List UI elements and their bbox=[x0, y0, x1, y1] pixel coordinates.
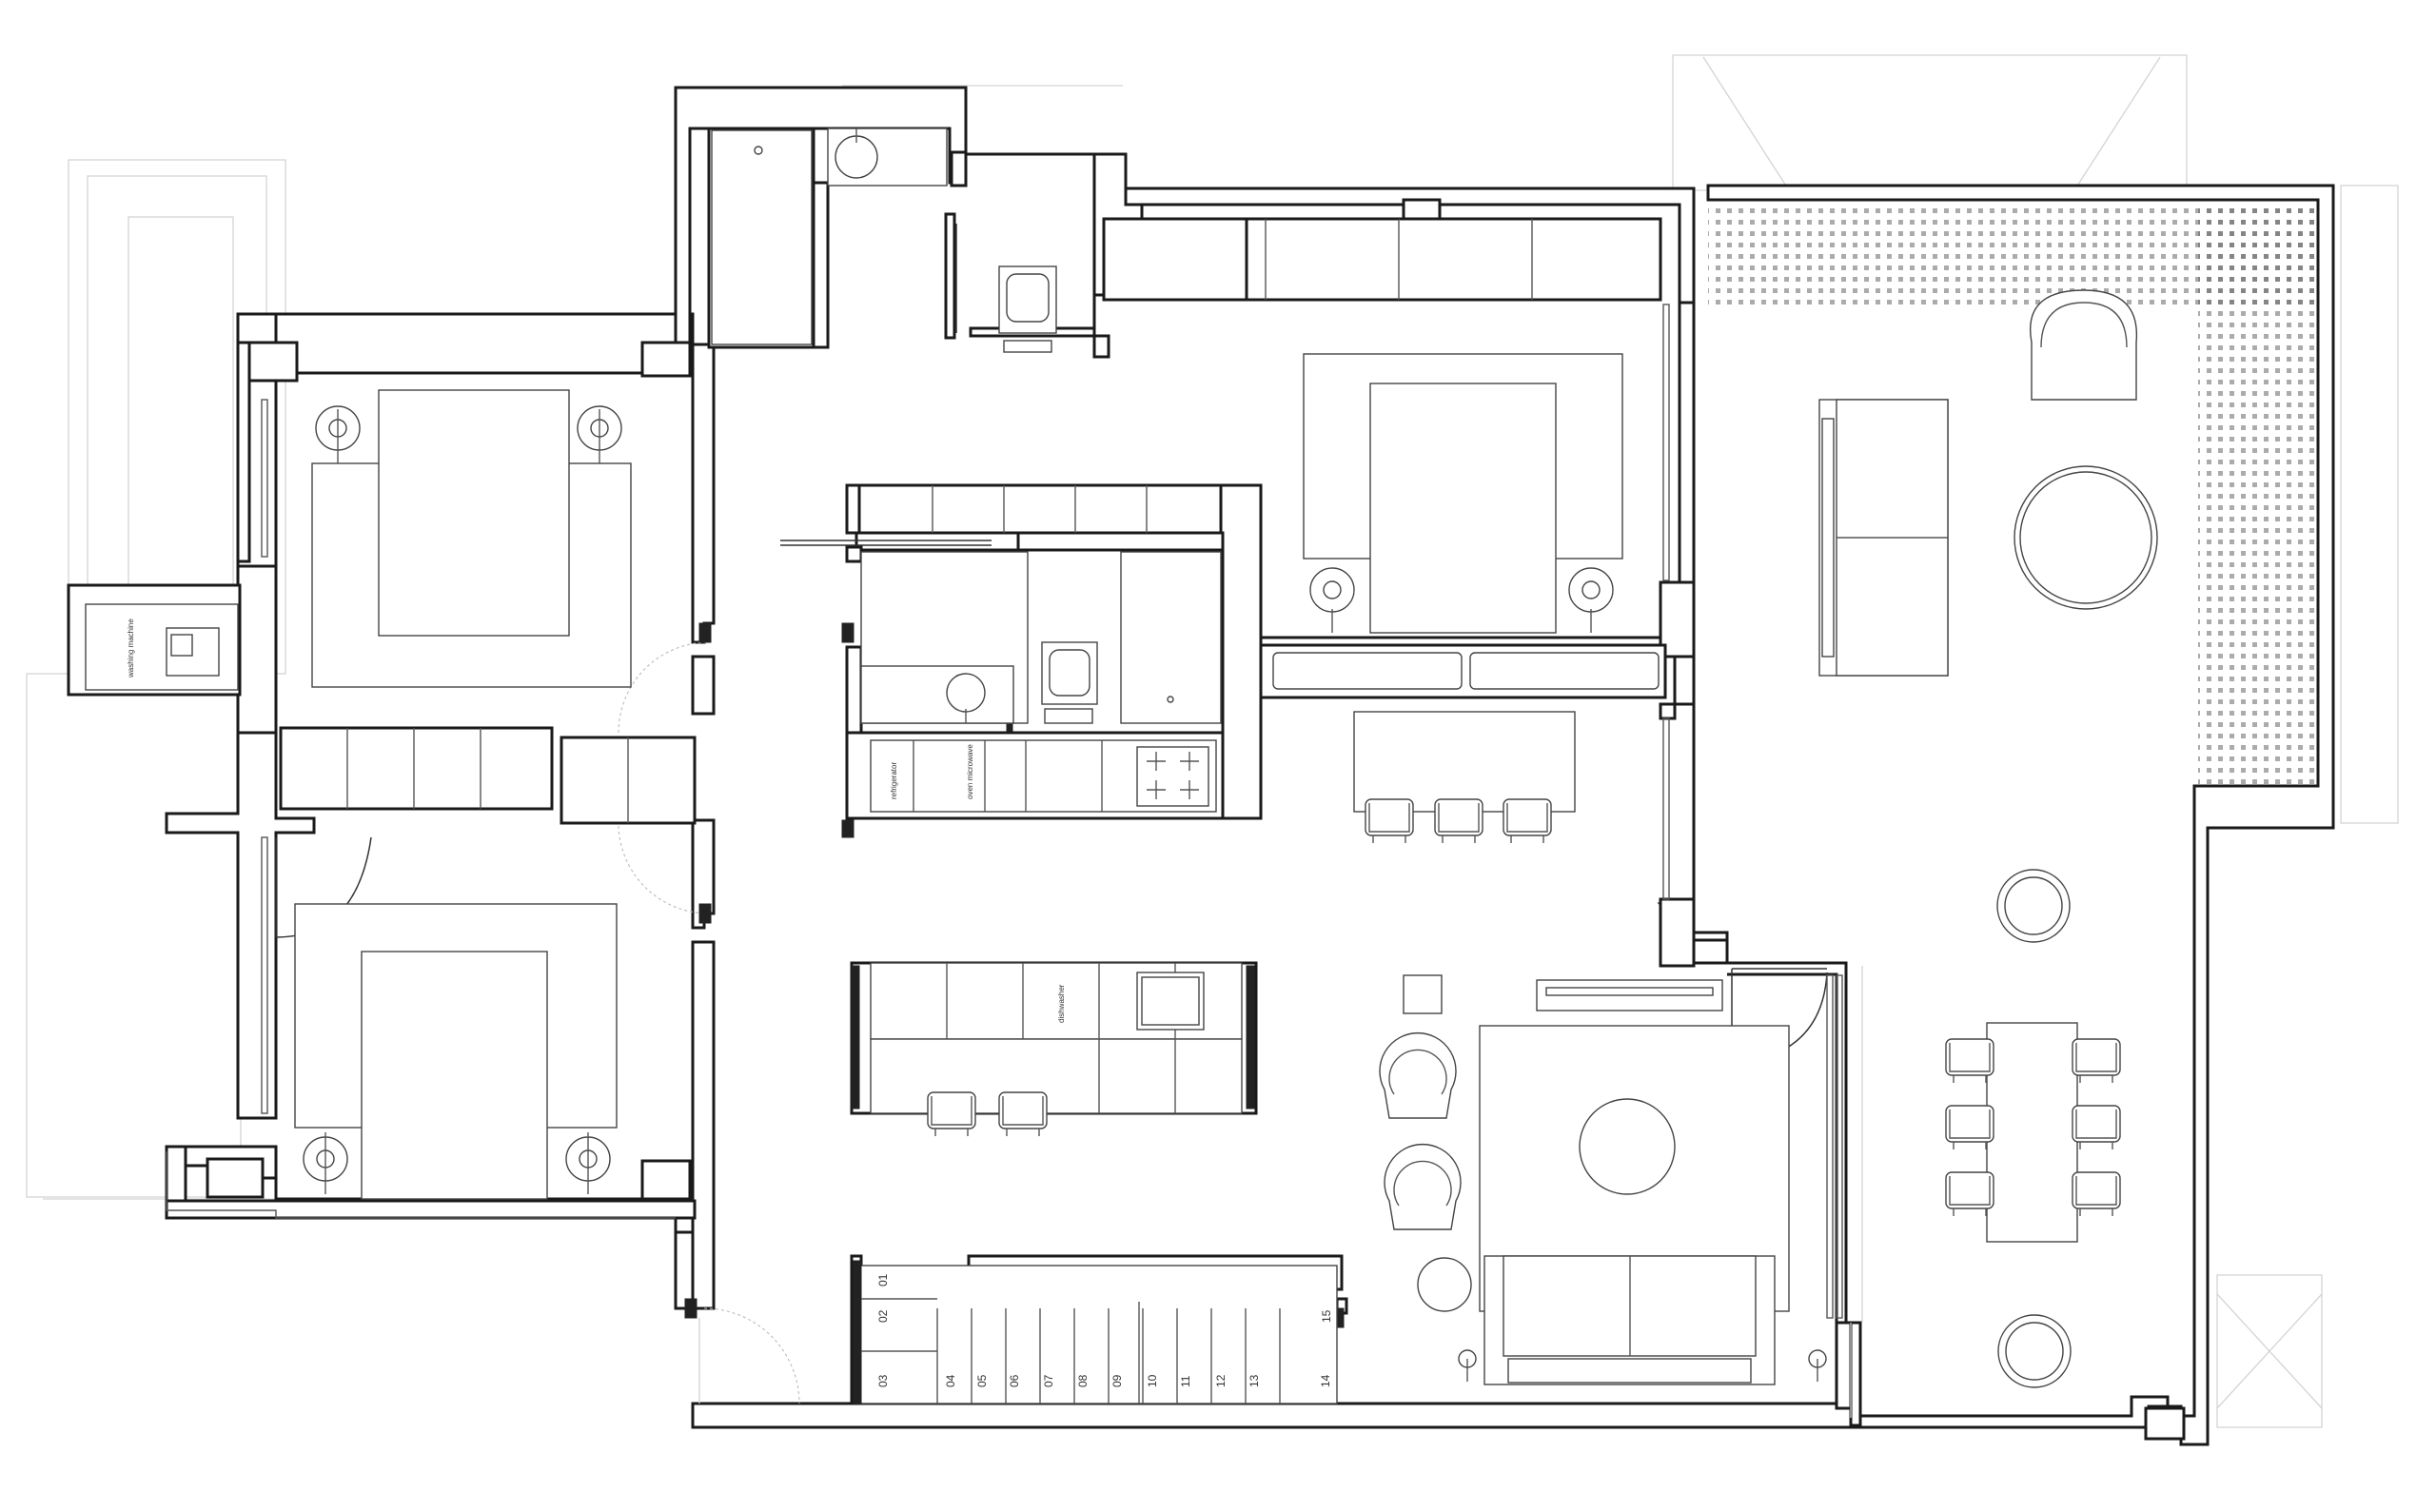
kitchen-back-counter: refrigerator oven microwave bbox=[845, 731, 1225, 820]
living-room bbox=[1403, 974, 1827, 1385]
stair-step-number: 12 bbox=[1214, 1374, 1228, 1387]
stool-icon bbox=[2072, 1171, 2121, 1216]
breakfast-table bbox=[1353, 711, 1576, 813]
bathroom-central bbox=[860, 551, 1222, 724]
stair-step-number: 02 bbox=[876, 1309, 890, 1323]
breakfast-chairs bbox=[1365, 798, 1552, 843]
stair-step-number: 07 bbox=[1042, 1374, 1055, 1387]
stair-steps: 01 02 03 04 05 06 07 08 09 10 11 12 13 14 15 bbox=[861, 1273, 1333, 1404]
bedside-lamp-icon bbox=[315, 405, 361, 463]
living-armchairs bbox=[1379, 1031, 1462, 1230]
stool-icon bbox=[998, 1091, 1048, 1136]
stair-step-number: 04 bbox=[944, 1374, 957, 1387]
bedside-lamp-icon bbox=[1309, 567, 1355, 633]
wardrobe-central-top bbox=[857, 483, 1223, 535]
bedroom-top-left bbox=[279, 389, 697, 825]
washing-machine-label: washing machine bbox=[127, 619, 135, 678]
stair-step-number: 13 bbox=[1247, 1374, 1261, 1387]
stair-step-number: 03 bbox=[876, 1374, 890, 1387]
stair-step-number: 06 bbox=[1008, 1374, 1021, 1387]
stool-icon bbox=[1434, 798, 1483, 843]
oven-microwave-label: oven microwave bbox=[966, 744, 974, 799]
bedside-lamp-icon bbox=[1568, 567, 1614, 633]
stool-icon bbox=[927, 1091, 976, 1136]
stool-icon bbox=[1365, 798, 1414, 843]
stair-step-number: 11 bbox=[1179, 1375, 1192, 1387]
bedroom-bottom-left bbox=[294, 903, 618, 1200]
armchair-icon bbox=[1379, 1031, 1457, 1119]
windows bbox=[261, 304, 1843, 1319]
cooktop-icon bbox=[1147, 752, 1199, 799]
stair-step-number: 10 bbox=[1146, 1374, 1159, 1387]
stool-icon bbox=[2072, 1105, 2121, 1149]
divider-lines bbox=[698, 966, 1863, 1418]
stair-step-number: 15 bbox=[1320, 1309, 1333, 1323]
refrigerator-label: refrigerator bbox=[890, 762, 898, 799]
stair-step-number: 05 bbox=[975, 1374, 989, 1387]
outer-left-walls bbox=[166, 319, 676, 1219]
kitchen-island: dishwasher bbox=[850, 961, 1258, 1115]
bathroom-top bbox=[707, 127, 1057, 353]
stool-icon bbox=[1945, 1038, 1994, 1083]
stool-icon bbox=[1945, 1171, 1994, 1216]
stair-step-number: 08 bbox=[1076, 1374, 1090, 1387]
terrace-chairs bbox=[1945, 1038, 2121, 1216]
stair-step-number: 09 bbox=[1110, 1374, 1124, 1387]
stair-step-number: 14 bbox=[1319, 1374, 1332, 1387]
bedroom-top-right bbox=[1102, 217, 1667, 699]
bedside-lamp-icon bbox=[565, 1132, 611, 1194]
armchair-icon bbox=[1384, 1143, 1462, 1230]
bedside-lamp-icon bbox=[577, 405, 622, 463]
terrace-planter-side bbox=[2198, 202, 2317, 787]
stool-icon bbox=[1945, 1105, 1994, 1149]
staircase bbox=[853, 1260, 1338, 1404]
stair-step-number: 01 bbox=[876, 1273, 890, 1286]
laundry: washing machine bbox=[67, 583, 242, 697]
stool-icon bbox=[2072, 1038, 2121, 1083]
island-stools bbox=[927, 1091, 1048, 1136]
bedside-lamp-icon bbox=[303, 1132, 348, 1194]
stool-icon bbox=[1503, 798, 1552, 843]
terrace bbox=[1708, 202, 2317, 1388]
dishwasher-label: dishwasher bbox=[1057, 984, 1066, 1023]
